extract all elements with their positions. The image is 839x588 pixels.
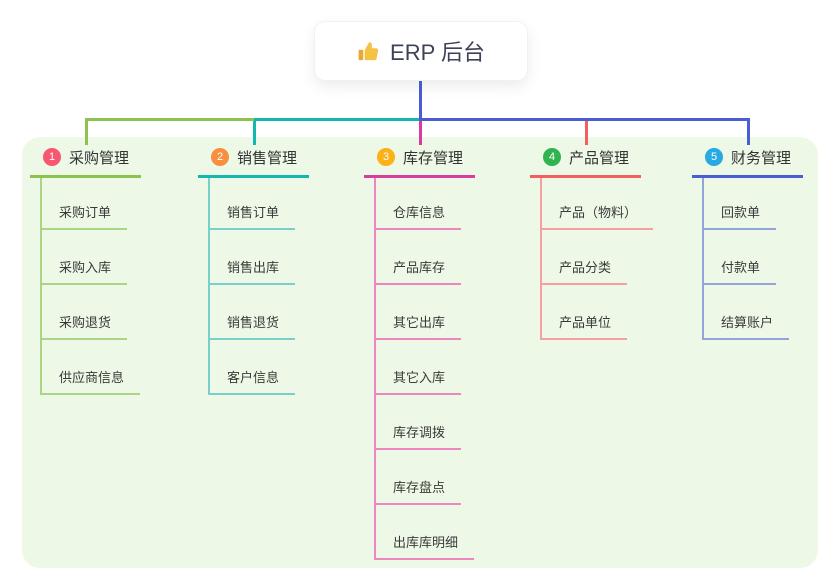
child-node[interactable]: 结算账户 (704, 285, 790, 340)
branches-panel (22, 137, 818, 568)
child-node[interactable]: 产品（物料） (542, 175, 654, 230)
child-node[interactable]: 其它出库 (376, 285, 462, 340)
branch-title: 采购管理 (69, 149, 130, 167)
branch-number-badge: 4 (543, 148, 561, 166)
branch-title: 产品管理 (569, 149, 630, 167)
child-node[interactable]: 销售出库 (210, 230, 296, 285)
branch-number-badge: 5 (705, 148, 723, 166)
branch-1-drop-line (85, 118, 88, 145)
child-node[interactable]: 出库库明细 (376, 505, 475, 560)
branch-1-children: 采购订单采购入库采购退货供应商信息 (40, 175, 141, 395)
child-node[interactable]: 客户信息 (210, 340, 296, 395)
branch-2-drop-line (253, 118, 256, 145)
child-node[interactable]: 付款单 (704, 230, 777, 285)
child-node[interactable]: 产品库存 (376, 230, 462, 285)
root-connector-line (419, 80, 422, 121)
branch-title: 库存管理 (403, 149, 464, 167)
child-node[interactable]: 供应商信息 (42, 340, 141, 395)
bus-left-teal (254, 118, 420, 121)
branch-2-children: 销售订单销售出库销售退货客户信息 (208, 175, 296, 395)
child-node[interactable]: 其它入库 (376, 340, 462, 395)
branch-title: 财务管理 (731, 149, 792, 167)
branch-4-drop-line (585, 118, 588, 145)
branch-node-2[interactable]: 2 销售管理 (198, 146, 310, 178)
child-node[interactable]: 库存调拨 (376, 395, 462, 450)
child-node[interactable]: 销售订单 (210, 175, 296, 230)
child-node[interactable]: 产品单位 (542, 285, 628, 340)
root-node[interactable]: ERP 后台 (315, 22, 527, 80)
child-node[interactable]: 销售退货 (210, 285, 296, 340)
branch-node-3[interactable]: 3 库存管理 (364, 146, 476, 178)
child-node[interactable]: 仓库信息 (376, 175, 462, 230)
child-node[interactable]: 采购入库 (42, 230, 128, 285)
branch-node-4[interactable]: 4 产品管理 (530, 146, 642, 178)
branch-node-5[interactable]: 5 财务管理 (692, 146, 804, 178)
child-node[interactable]: 采购订单 (42, 175, 128, 230)
child-node[interactable]: 产品分类 (542, 230, 628, 285)
branch-3-children: 仓库信息产品库存其它出库其它入库库存调拨库存盘点出库库明细 (374, 175, 475, 560)
branch-number-badge: 3 (377, 148, 395, 166)
root-title: ERP 后台 (390, 40, 485, 65)
branch-5-children: 回款单付款单结算账户 (702, 175, 790, 340)
bus-right-blue (420, 118, 749, 121)
thumbs-up-icon (357, 40, 380, 63)
branch-title: 销售管理 (237, 149, 298, 167)
branch-5-drop-line (747, 118, 750, 145)
branch-4-children: 产品（物料）产品分类产品单位 (540, 175, 654, 340)
branch-number-badge: 1 (43, 148, 61, 166)
child-node[interactable]: 采购退货 (42, 285, 128, 340)
child-node[interactable]: 回款单 (704, 175, 777, 230)
branch-number-badge: 2 (211, 148, 229, 166)
branch-3-drop-line (419, 118, 422, 145)
bus-left-green (86, 118, 254, 121)
branch-node-1[interactable]: 1 采购管理 (30, 146, 142, 178)
child-node[interactable]: 库存盘点 (376, 450, 462, 505)
